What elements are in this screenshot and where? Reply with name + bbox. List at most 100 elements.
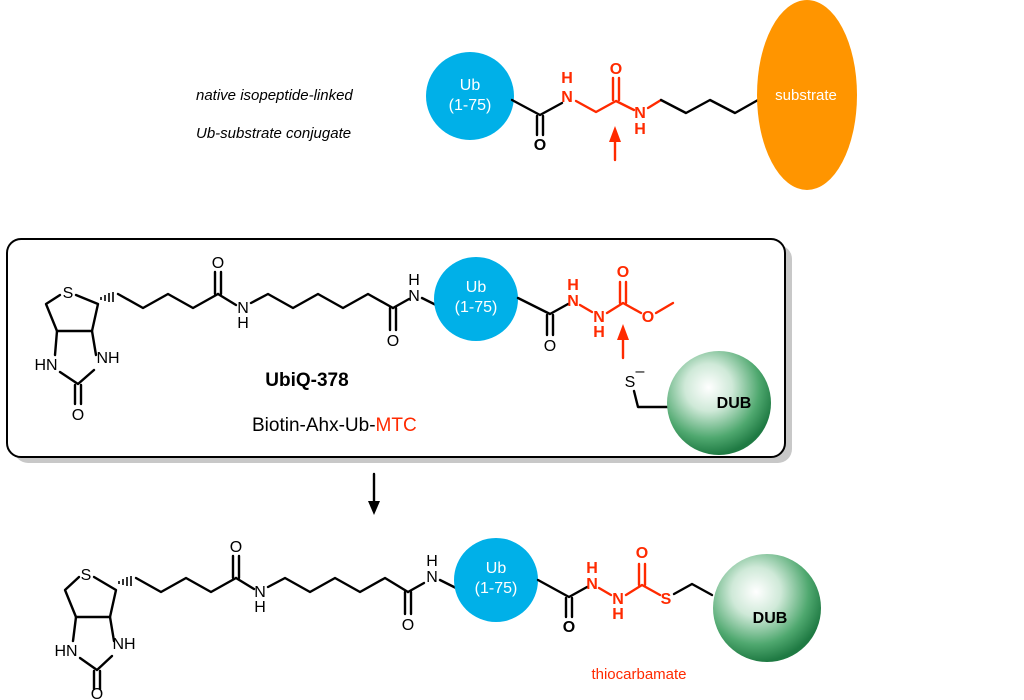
bond-red <box>578 303 594 314</box>
biotin-moiety: S HN NH O O N H O <box>54 539 460 700</box>
ahx-chain <box>266 576 410 594</box>
dub-sphere <box>667 351 771 455</box>
dub-sphere <box>713 554 821 662</box>
atom-h: H <box>408 272 420 289</box>
bond-red <box>605 301 643 315</box>
ub-label-line1: Ub <box>466 279 487 296</box>
atom-h: H <box>237 315 249 332</box>
cleavage-arrow-head <box>609 126 621 142</box>
ubiquitin-sphere <box>454 538 538 622</box>
bond-red <box>574 99 636 114</box>
atom-o: O <box>534 137 546 154</box>
atom-s: S <box>625 374 636 391</box>
bond <box>234 576 256 591</box>
reagent-box: S HN NH O O N H <box>6 238 792 463</box>
bond <box>510 98 564 117</box>
atom-n-red: N <box>593 309 605 326</box>
valeric-chain <box>116 292 220 310</box>
methyl-bond <box>654 301 675 315</box>
atom-nh: NH <box>96 350 119 367</box>
atom-nh: NH <box>112 636 135 653</box>
compound-name-highlight: MTC <box>376 415 417 436</box>
valeric-chain <box>134 576 238 594</box>
ub-label-line2: (1-75) <box>475 580 518 597</box>
atom-o-red: O <box>642 309 654 326</box>
atom-n-red: N <box>634 105 646 122</box>
bond <box>90 329 98 357</box>
atom-o-red: O <box>636 545 648 562</box>
caption-line-2: Ub-substrate conjugate <box>196 125 351 142</box>
substrate-ellipse <box>757 0 857 190</box>
atom-h-red: H <box>612 606 624 623</box>
atom-o: O <box>563 619 575 636</box>
atom-n-red: N <box>612 591 624 608</box>
thiolane-ring <box>44 293 100 333</box>
native-conjugate: native isopeptide-linked Ub-substrate co… <box>196 0 857 190</box>
ub-label-line1: Ub <box>486 560 507 577</box>
dub-label: DUB <box>717 395 752 412</box>
compound-name: Biotin-Ahx-Ub-MTC <box>252 415 417 436</box>
atom-s: S <box>81 567 92 584</box>
bond-red <box>624 583 662 597</box>
bond <box>516 296 570 316</box>
bond <box>391 297 411 310</box>
bond-red <box>597 586 613 597</box>
atom-h: H <box>254 599 266 616</box>
thiocarbamate-linkage: O H N N H O S <box>536 545 714 636</box>
biotin-moiety: S HN NH O O N H <box>34 255 442 424</box>
box-frame <box>6 238 786 458</box>
bond <box>71 615 78 643</box>
atom-n-red: N <box>567 293 579 310</box>
linkage-label: thiocarbamate <box>591 666 686 683</box>
hashed-wedge <box>118 576 132 586</box>
bond-red <box>646 98 663 110</box>
bond <box>53 329 59 357</box>
atom-o: O <box>387 333 399 350</box>
atom-o: O <box>212 255 224 272</box>
atom-h: H <box>561 70 573 87</box>
ub-label-line2: (1-75) <box>455 299 498 316</box>
ub-label-line2: (1-75) <box>449 97 492 114</box>
atom-o: O <box>402 617 414 634</box>
atom-h-red: H <box>593 324 605 341</box>
substrate-label: substrate <box>775 87 837 104</box>
thiolane-ring <box>63 575 118 619</box>
atom-hn: HN <box>34 357 57 374</box>
reaction-arrow-head <box>368 501 380 515</box>
caption-line-1: native isopeptide-linked <box>196 87 353 104</box>
bond <box>58 368 96 386</box>
atom-h-red: H <box>634 121 646 138</box>
atom-hn: HN <box>54 643 77 660</box>
atom-h-red: H <box>567 277 579 294</box>
atom-n: N <box>237 300 249 317</box>
dub-label: DUB <box>753 610 788 627</box>
atom-o: O <box>72 407 84 424</box>
thiocarbamate-product: S HN NH O O N H O <box>54 538 821 700</box>
atom-h-red: H <box>586 560 598 577</box>
compound-name-prefix: Biotin-Ahx-Ub- <box>252 415 376 436</box>
ubiquitin-sphere <box>434 257 518 341</box>
atom-o-red: O <box>617 264 629 281</box>
atom-n: N <box>426 569 438 586</box>
bond <box>108 615 116 643</box>
atom-o: O <box>230 539 242 556</box>
atom-n: N <box>561 89 573 106</box>
ahx-chain <box>249 292 395 310</box>
bond <box>672 582 714 597</box>
atom-n: N <box>408 288 420 305</box>
ubiquitin-sphere <box>426 52 514 140</box>
hashed-wedge <box>100 292 114 302</box>
atom-s-red: S <box>661 591 672 608</box>
bond <box>406 581 426 594</box>
lysine-chain <box>659 98 760 115</box>
bond <box>536 578 589 599</box>
atom-h: H <box>426 553 438 570</box>
atom-o-red: O <box>610 61 622 78</box>
bond <box>216 292 238 307</box>
mtc-warhead: O H N N H O O <box>516 264 675 360</box>
compound-id: UbiQ-378 <box>265 370 348 391</box>
atom-n: N <box>254 584 266 601</box>
negative-charge: – <box>636 363 645 380</box>
ub-label-line1: Ub <box>460 77 481 94</box>
